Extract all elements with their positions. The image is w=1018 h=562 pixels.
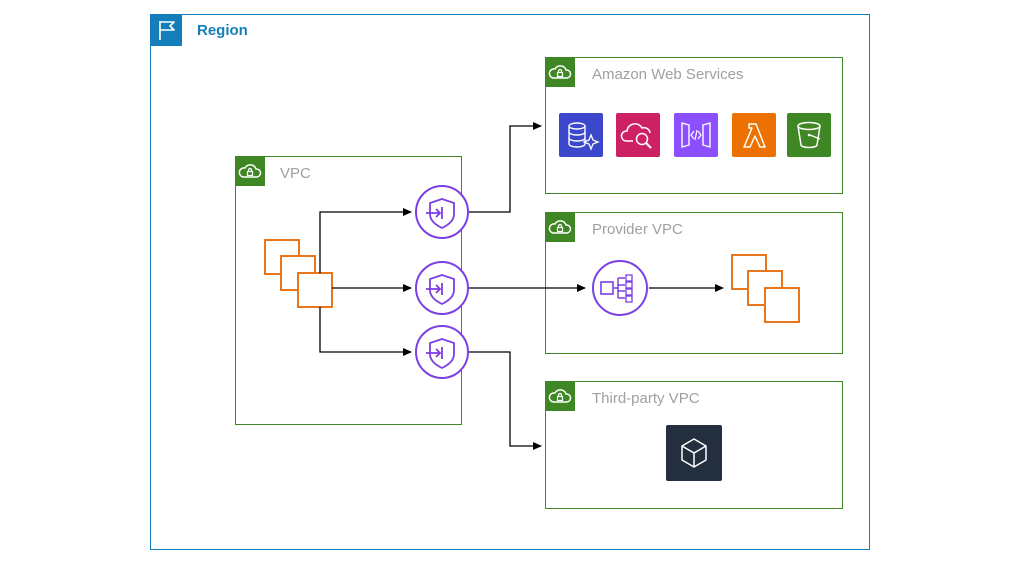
vpc-endpoint-icon bbox=[415, 261, 469, 315]
third-party-vpc-group bbox=[545, 381, 843, 509]
vpc-label: VPC bbox=[280, 165, 311, 182]
aws-label: Amazon Web Services bbox=[592, 66, 744, 83]
cloud-lock-icon bbox=[235, 156, 265, 186]
vpc-endpoint-icon bbox=[415, 325, 469, 379]
region-label: Region bbox=[197, 22, 248, 39]
lambda-icon bbox=[732, 113, 776, 157]
cloud-lock-icon bbox=[545, 212, 575, 242]
provider-vpc-label: Provider VPC bbox=[592, 221, 683, 238]
s3-bucket-icon bbox=[787, 113, 831, 157]
cloud-lock-icon bbox=[545, 57, 575, 87]
provider-vpc-group bbox=[545, 212, 843, 354]
region-container bbox=[150, 14, 870, 550]
cloud-search-icon bbox=[616, 113, 660, 157]
network-load-balancer-icon bbox=[592, 260, 648, 316]
connector-lines bbox=[319, 122, 724, 450]
ec2-instances-icon bbox=[264, 239, 333, 308]
flag-icon bbox=[150, 14, 182, 46]
api-gateway-icon bbox=[674, 113, 718, 157]
vpc-endpoint-icon bbox=[415, 185, 469, 239]
marketplace-cube-icon bbox=[666, 425, 722, 481]
third-party-vpc-label: Third-party VPC bbox=[592, 390, 700, 407]
ec2-instances-icon bbox=[731, 254, 800, 323]
cloud-lock-icon bbox=[545, 381, 575, 411]
aws-group bbox=[545, 57, 843, 194]
database-sparkle-icon bbox=[559, 113, 603, 157]
